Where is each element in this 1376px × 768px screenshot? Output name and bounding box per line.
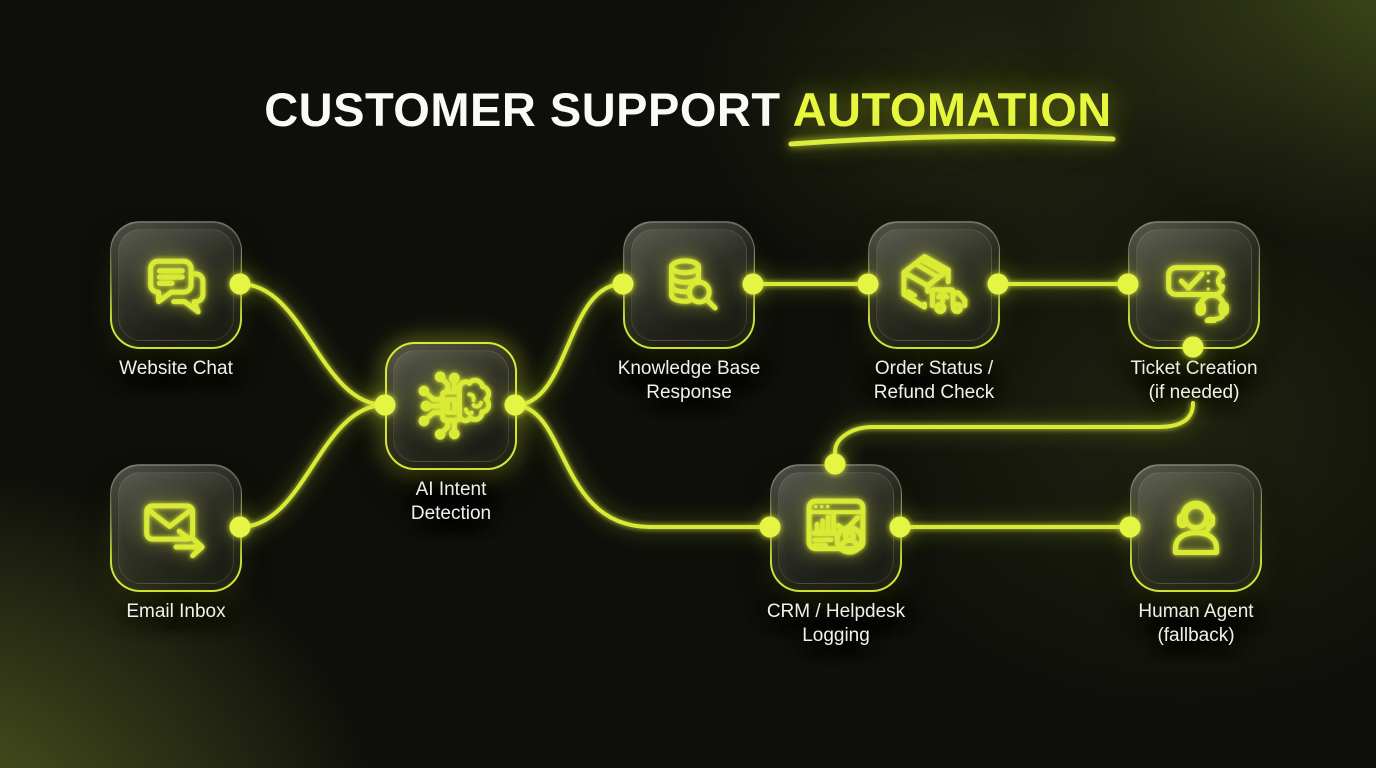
connection-dot [374, 394, 396, 416]
connection-dot [504, 394, 526, 416]
connection-dot [987, 273, 1009, 295]
edge-email-inbox-to-ai [238, 403, 387, 529]
connection-dot [857, 273, 879, 295]
connection-dots [229, 273, 1204, 538]
connection-dot [889, 516, 911, 538]
edge-ai-to-crm [513, 403, 772, 529]
connection-dot [1182, 336, 1204, 358]
title-prefix: CUSTOMER SUPPORT [264, 83, 781, 136]
connection-dot [229, 516, 251, 538]
connection-dot [1119, 516, 1141, 538]
edge-ticket-to-crm [833, 401, 1195, 466]
connection-dot [1117, 273, 1139, 295]
connection-dot [759, 516, 781, 538]
underline-swoosh-icon [788, 133, 1116, 147]
connection-dot [612, 273, 634, 295]
connection-dot [824, 453, 846, 475]
edge-website-chat-to-ai [238, 282, 387, 407]
connection-dot [229, 273, 251, 295]
edge-ai-to-knowledge-base [513, 282, 625, 407]
connection-dot [742, 273, 764, 295]
title-highlight: AUTOMATION [788, 83, 1116, 147]
